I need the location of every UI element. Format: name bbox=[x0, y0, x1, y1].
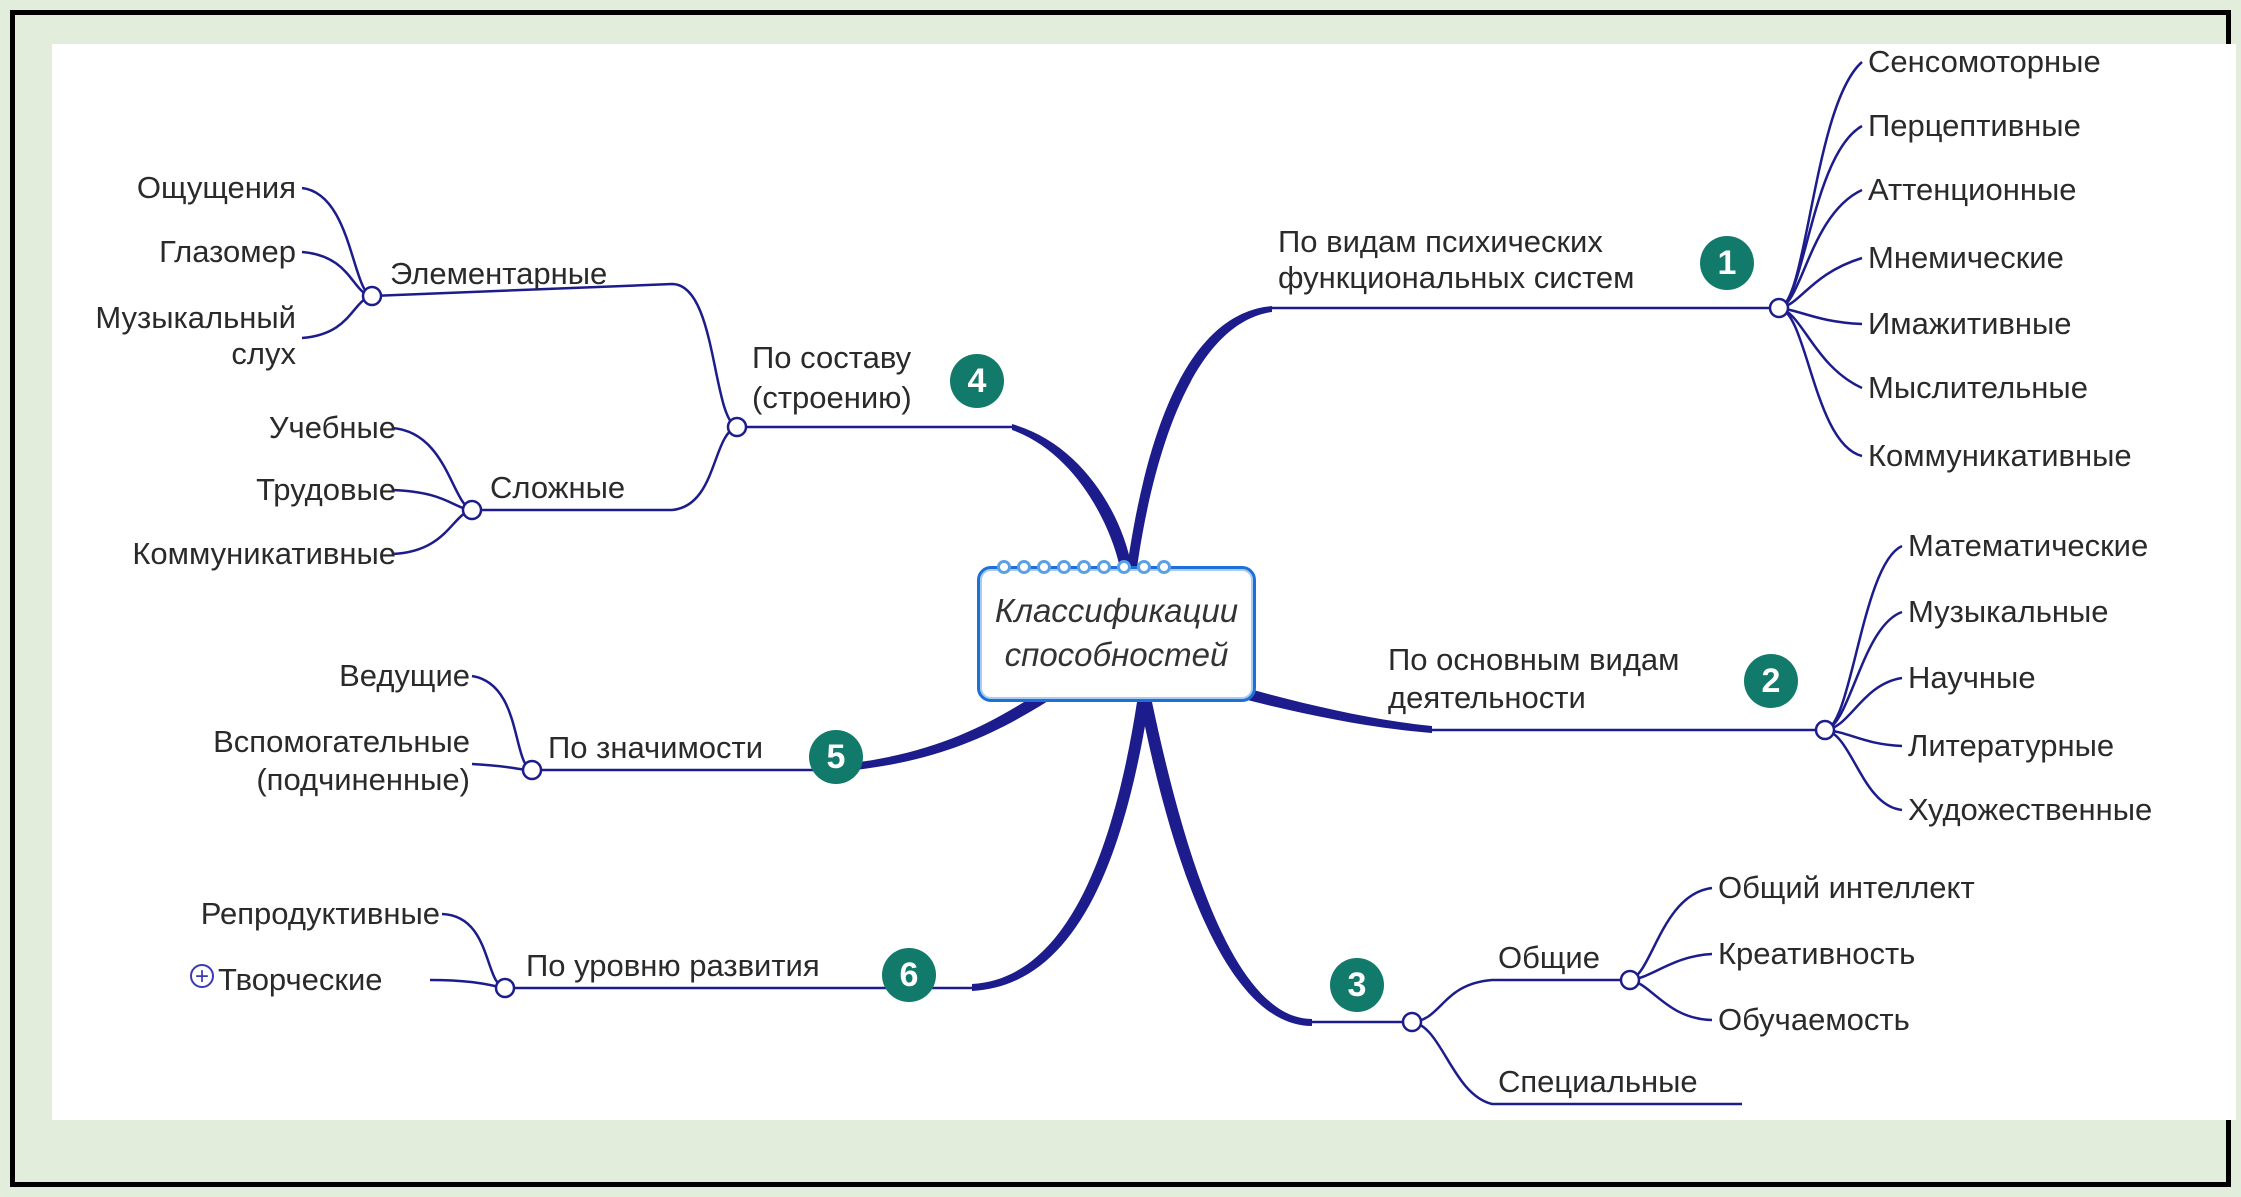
stub-3-g3 bbox=[1629, 978, 1713, 1022]
trunk-6 bbox=[972, 702, 1149, 991]
stub-5-1 bbox=[471, 674, 533, 772]
ring-decoration bbox=[1157, 560, 1171, 574]
stub-1-1 bbox=[1778, 61, 1863, 310]
branch-1-title-line1[interactable]: По видам психических bbox=[1278, 224, 1603, 259]
branch-1-item[interactable]: Аттенционные bbox=[1868, 172, 2077, 207]
node-6 bbox=[494, 977, 516, 999]
branch-2-title-line2[interactable]: деятельности bbox=[1388, 680, 1586, 715]
branch-4-complex-item[interactable]: Учебные bbox=[268, 410, 396, 445]
branch-1-item[interactable]: Коммуникативные bbox=[1868, 438, 2132, 473]
stub-4-elem bbox=[371, 282, 738, 429]
stub-3-general bbox=[1411, 978, 1630, 1024]
branch-3-number-badge: 3 bbox=[1330, 958, 1384, 1012]
branch-4-complex-item[interactable]: Коммуникативные bbox=[132, 536, 396, 571]
branch-2-item[interactable]: Литературные bbox=[1908, 728, 2115, 763]
branch-6-item[interactable]: Творческие bbox=[218, 962, 383, 997]
ring-decoration bbox=[1077, 560, 1091, 574]
branch-4-number-badge: 4 bbox=[950, 354, 1004, 408]
stub-3-special bbox=[1411, 1020, 1742, 1106]
stub-2-1 bbox=[1824, 544, 1903, 732]
branch-1-item[interactable]: Перцептивные bbox=[1868, 108, 2081, 143]
branch-1-number-badge: 1 bbox=[1700, 236, 1754, 290]
stub-4-c3 bbox=[391, 508, 473, 556]
ring-decoration bbox=[1117, 560, 1131, 574]
central-line-2: способностей bbox=[1004, 636, 1229, 673]
branch-6-item[interactable]: Репродуктивные bbox=[200, 896, 440, 931]
branch-3-general-label[interactable]: Общие bbox=[1498, 940, 1600, 975]
stub-1-7 bbox=[1778, 306, 1863, 458]
node-1 bbox=[1768, 297, 1790, 319]
node-3 bbox=[1401, 1011, 1423, 1033]
branch-4-elementary-item[interactable]: слух bbox=[231, 336, 296, 371]
mind-map-canvas: Классификации способностей По видам псих… bbox=[52, 44, 2236, 1120]
stub-2-2 bbox=[1824, 610, 1903, 732]
stub-2-5 bbox=[1824, 728, 1903, 812]
stub-3-g1 bbox=[1629, 886, 1713, 982]
stub-4-e3 bbox=[301, 294, 373, 340]
branch-2-item[interactable]: Научные bbox=[1908, 660, 2036, 695]
branch-2-item[interactable]: Музыкальные bbox=[1908, 594, 2109, 629]
node-2 bbox=[1814, 719, 1836, 741]
stub-1-4 bbox=[1778, 256, 1863, 310]
node-4-complex bbox=[461, 499, 483, 521]
branch-4-elementary-item[interactable]: Глазомер bbox=[159, 234, 296, 269]
branch-3-general-item[interactable]: Обучаемость bbox=[1718, 1002, 1910, 1037]
trunk-3 bbox=[1140, 702, 1312, 1026]
branch-2-number-badge: 2 bbox=[1744, 654, 1798, 708]
stub-1-2 bbox=[1778, 124, 1863, 310]
stub-4-c2 bbox=[391, 488, 473, 512]
central-line-1: Классификации bbox=[994, 592, 1239, 629]
branch-5-item[interactable]: Вспомогательные bbox=[213, 724, 470, 759]
ring-decoration bbox=[1137, 560, 1151, 574]
ring-decoration bbox=[1097, 560, 1111, 574]
branch-4-title-line2[interactable]: (строению) bbox=[752, 380, 912, 415]
ring-decoration bbox=[1057, 560, 1071, 574]
stub-6-1 bbox=[441, 912, 506, 990]
branch-3-general-item[interactable]: Общий интеллект bbox=[1718, 870, 1975, 905]
connector-lines bbox=[301, 61, 1903, 1106]
branch-3-special-label[interactable]: Специальные bbox=[1498, 1064, 1698, 1099]
trunk-4 bbox=[1012, 424, 1132, 568]
branch-1-item[interactable]: Сенсомоторные bbox=[1868, 44, 2101, 79]
node-5 bbox=[521, 759, 543, 781]
branch-5-item[interactable]: (подчиненные) bbox=[256, 762, 470, 797]
branch-4-complex-item[interactable]: Трудовые bbox=[256, 472, 396, 507]
stub-4-c1 bbox=[391, 426, 473, 512]
branch-6-number-badge: 6 bbox=[882, 948, 936, 1002]
central-topic-text: Классификации способностей bbox=[980, 589, 1253, 677]
stub-6-2 bbox=[429, 978, 506, 990]
branch-4-elementary-item[interactable]: Ощущения bbox=[136, 170, 296, 205]
branch-5-item[interactable]: Ведущие bbox=[339, 658, 470, 693]
trunk-2 bbox=[1232, 684, 1432, 733]
branch-5-title[interactable]: По значимости bbox=[548, 730, 764, 765]
stub-4-e2 bbox=[301, 250, 373, 298]
node-4 bbox=[726, 416, 748, 438]
expand-plus-icon[interactable]: + bbox=[190, 964, 214, 989]
ring-decoration bbox=[997, 560, 1011, 574]
branch-4-elementary-label[interactable]: Элементарные bbox=[390, 256, 608, 291]
branch-2-item[interactable]: Художественные bbox=[1908, 792, 2153, 827]
branch-1-item[interactable]: Мнемические bbox=[1868, 240, 2064, 275]
branch-6-title[interactable]: По уровню развития bbox=[526, 948, 820, 983]
branch-2-item[interactable]: Математические bbox=[1908, 528, 2149, 563]
ring-decoration bbox=[1017, 560, 1031, 574]
branch-4-elementary-item[interactable]: Музыкальный bbox=[95, 300, 296, 335]
branch-2-title-line1[interactable]: По основным видам bbox=[1388, 642, 1680, 677]
branch-1-title-line2[interactable]: функциональных систем bbox=[1278, 260, 1635, 295]
node-4-elem bbox=[361, 285, 383, 307]
branch-5-number-badge: 5 bbox=[809, 730, 863, 784]
branch-1-item[interactable]: Имажитивные bbox=[1868, 306, 2072, 341]
branch-3-general-item[interactable]: Креативность bbox=[1718, 936, 1916, 971]
central-topic[interactable]: Классификации способностей bbox=[977, 560, 1256, 702]
branch-4-title-line1[interactable]: По составу bbox=[752, 340, 912, 375]
trunk-1 bbox=[1127, 306, 1272, 568]
branch-1-item[interactable]: Мыслительные bbox=[1868, 370, 2088, 405]
node-3-general bbox=[1619, 969, 1641, 991]
ring-decoration bbox=[1037, 560, 1051, 574]
branch-4-complex-label[interactable]: Сложные bbox=[490, 470, 626, 505]
stub-4-e1 bbox=[301, 186, 373, 298]
